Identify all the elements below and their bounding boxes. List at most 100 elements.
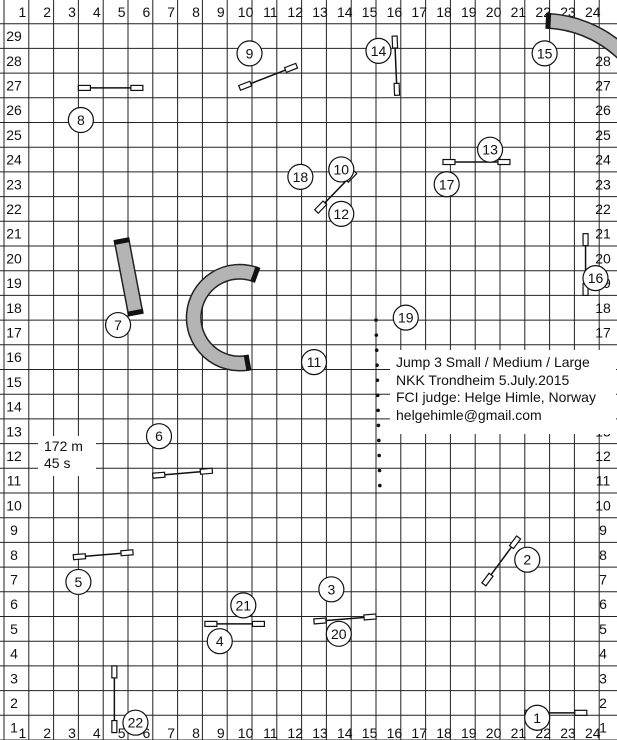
- obstacle-number: 20: [325, 620, 352, 647]
- row-label-right: 8: [599, 547, 607, 563]
- obstacle-number: 21: [230, 592, 257, 619]
- column-label-top: 13: [312, 4, 328, 20]
- course-info: Jump 3 Small / Medium / Large NKK Trondh…: [390, 350, 616, 434]
- jump: [313, 613, 377, 625]
- number-label: 2: [523, 552, 531, 568]
- row-label-right: 27: [595, 77, 611, 93]
- tunnel: [547, 14, 617, 57]
- obstacle-number: 19: [392, 304, 419, 331]
- row-label-right: 22: [595, 201, 611, 217]
- judge-email: helgehimle@gmail.com: [396, 406, 542, 423]
- column-label-bottom: 3: [68, 725, 76, 740]
- jump: [111, 665, 118, 734]
- row-label-left: 8: [10, 547, 18, 563]
- number-circle: [318, 576, 345, 603]
- number-label: 16: [588, 270, 604, 286]
- number-circle: [328, 200, 355, 227]
- row-label-right: 1: [599, 720, 607, 736]
- column-label-bottom: 18: [436, 725, 452, 740]
- row-label-left: 9: [10, 522, 18, 538]
- row-label-right: 3: [599, 670, 607, 686]
- column-label-top: 17: [411, 4, 427, 20]
- jump: [481, 535, 522, 587]
- obstacle-number: 9: [236, 40, 263, 67]
- obstacle-number: 22: [122, 709, 149, 736]
- weave-pole: [377, 438, 381, 443]
- course-venue: NKK Trondheim 5.July.2015: [396, 371, 570, 388]
- row-label-left: 16: [6, 349, 22, 365]
- number-label: 17: [439, 176, 455, 192]
- column-label-bottom: 15: [362, 725, 378, 740]
- row-label-left: 24: [6, 152, 22, 168]
- column-label-top: 18: [436, 4, 452, 20]
- obstacle-number: 5: [65, 568, 92, 596]
- row-label-left: 4: [10, 646, 18, 662]
- column-label-top: 6: [143, 4, 151, 20]
- jump-wing: [237, 80, 253, 92]
- obstacle-number: 8: [67, 106, 94, 134]
- course-judge: FCI judge: Helge Himle, Norway: [396, 389, 596, 405]
- row-label-right: 21: [595, 226, 611, 242]
- number-label: 7: [114, 317, 122, 333]
- row-label-left: 22: [6, 201, 22, 217]
- jump-wing: [508, 535, 522, 550]
- jump: [72, 549, 134, 561]
- row-label-left: 12: [6, 448, 22, 464]
- jump-wing: [393, 82, 401, 97]
- obstacle-number: 12: [328, 200, 355, 227]
- number-circle: [328, 156, 355, 183]
- number-circle: [145, 423, 173, 450]
- jump: [442, 158, 511, 166]
- row-label-right: 20: [595, 250, 611, 266]
- row-label-right: 23: [595, 176, 611, 192]
- jump-wing: [283, 62, 299, 74]
- column-label-bottom: 7: [167, 725, 175, 740]
- jump-wing: [363, 613, 377, 621]
- number-circle: [433, 171, 460, 198]
- number-circle: [582, 265, 609, 292]
- column-label-top: 1: [19, 4, 27, 20]
- jump-wing: [151, 471, 166, 479]
- column-label-top: 14: [337, 4, 353, 20]
- column-label-top: 4: [93, 4, 101, 20]
- number-label: 19: [398, 310, 414, 326]
- column-label-top: 9: [217, 4, 225, 20]
- weave-pole: [375, 363, 379, 368]
- number-circle: [65, 568, 92, 596]
- obstacle-number: 13: [476, 136, 504, 163]
- obstacle-number: 10: [328, 156, 355, 183]
- number-label: 3: [327, 581, 335, 597]
- obstacle-number: 7: [104, 311, 132, 339]
- number-circle: [104, 311, 132, 339]
- jump: [151, 467, 214, 479]
- obstacle-number: 3: [318, 576, 345, 603]
- number-label: 5: [75, 574, 83, 590]
- column-label-bottom: 5: [118, 725, 126, 740]
- jump-wing: [199, 467, 214, 475]
- column-label-top: 20: [486, 4, 502, 20]
- tunnel-end: [243, 354, 252, 372]
- column-label-bottom: 19: [461, 725, 477, 740]
- column-label-top: 12: [287, 4, 303, 20]
- row-label-right: 4: [599, 646, 607, 662]
- row-label-left: 28: [6, 53, 22, 69]
- number-label: 11: [307, 354, 322, 370]
- number-circle: [287, 163, 314, 190]
- number-label: 13: [482, 142, 498, 158]
- number-label: 18: [293, 169, 309, 185]
- column-label-bottom: 12: [287, 725, 303, 740]
- row-label-right: 2: [599, 695, 607, 711]
- row-label-left: 2: [10, 695, 18, 711]
- jump-wing: [442, 158, 456, 166]
- row-label-left: 29: [6, 28, 22, 44]
- number-label: 21: [236, 597, 252, 613]
- number-circle: [122, 709, 149, 736]
- number-label: 10: [333, 161, 349, 177]
- column-label-bottom: 24: [585, 725, 601, 740]
- row-label-right: 28: [595, 53, 611, 69]
- column-label-bottom: 10: [238, 725, 254, 740]
- number-circle: [67, 106, 94, 134]
- jump-wing: [582, 233, 589, 247]
- row-label-right: 24: [595, 152, 611, 168]
